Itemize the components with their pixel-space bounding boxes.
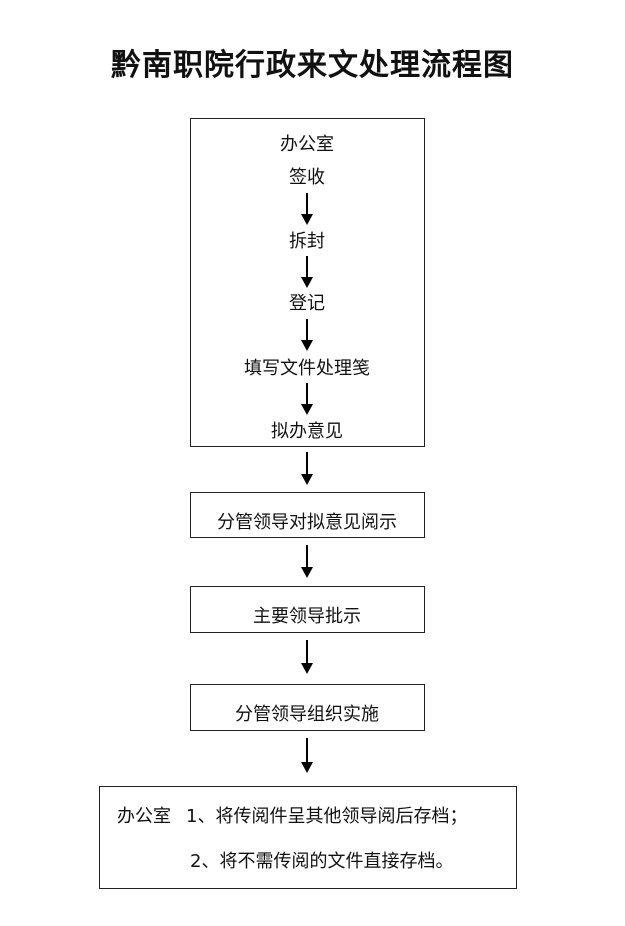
step-sign-receive: 签收 [289,167,325,188]
step-box-implement [190,684,425,731]
arrow-down-icon [301,640,313,674]
step-register: 登记 [289,293,325,314]
arrow-down-icon [301,193,313,225]
archive-box [99,786,517,889]
office-dept-label: 办公室 [280,134,334,155]
step-box-review [190,492,425,538]
arrow-down-icon [301,545,313,578]
step-review-label: 分管领导对拟意见阅示 [217,512,397,533]
arrow-down-icon [301,319,313,351]
step-approve-label: 主要领导批示 [253,606,361,627]
arrow-down-icon [301,452,313,485]
step-box-approve [190,586,425,633]
archive-line-2: 2、将不需传阅的文件直接存档。 [190,851,454,872]
arrow-down-icon [301,738,313,773]
step-open-envelope: 拆封 [289,231,325,252]
arrow-down-icon [301,256,313,288]
arrow-down-icon [301,383,313,415]
page-title: 黔南职院行政来文处理流程图 [111,48,514,83]
office-processing-box [190,118,425,447]
step-draft-opinion: 拟办意见 [271,421,343,442]
archive-dept-label: 办公室 [117,806,171,827]
step-implement-label: 分管领导组织实施 [235,704,379,725]
step-fill-form: 填写文件处理笺 [244,358,370,379]
archive-line-1: 1、将传阅件呈其他领导阅后存档； [186,806,468,827]
